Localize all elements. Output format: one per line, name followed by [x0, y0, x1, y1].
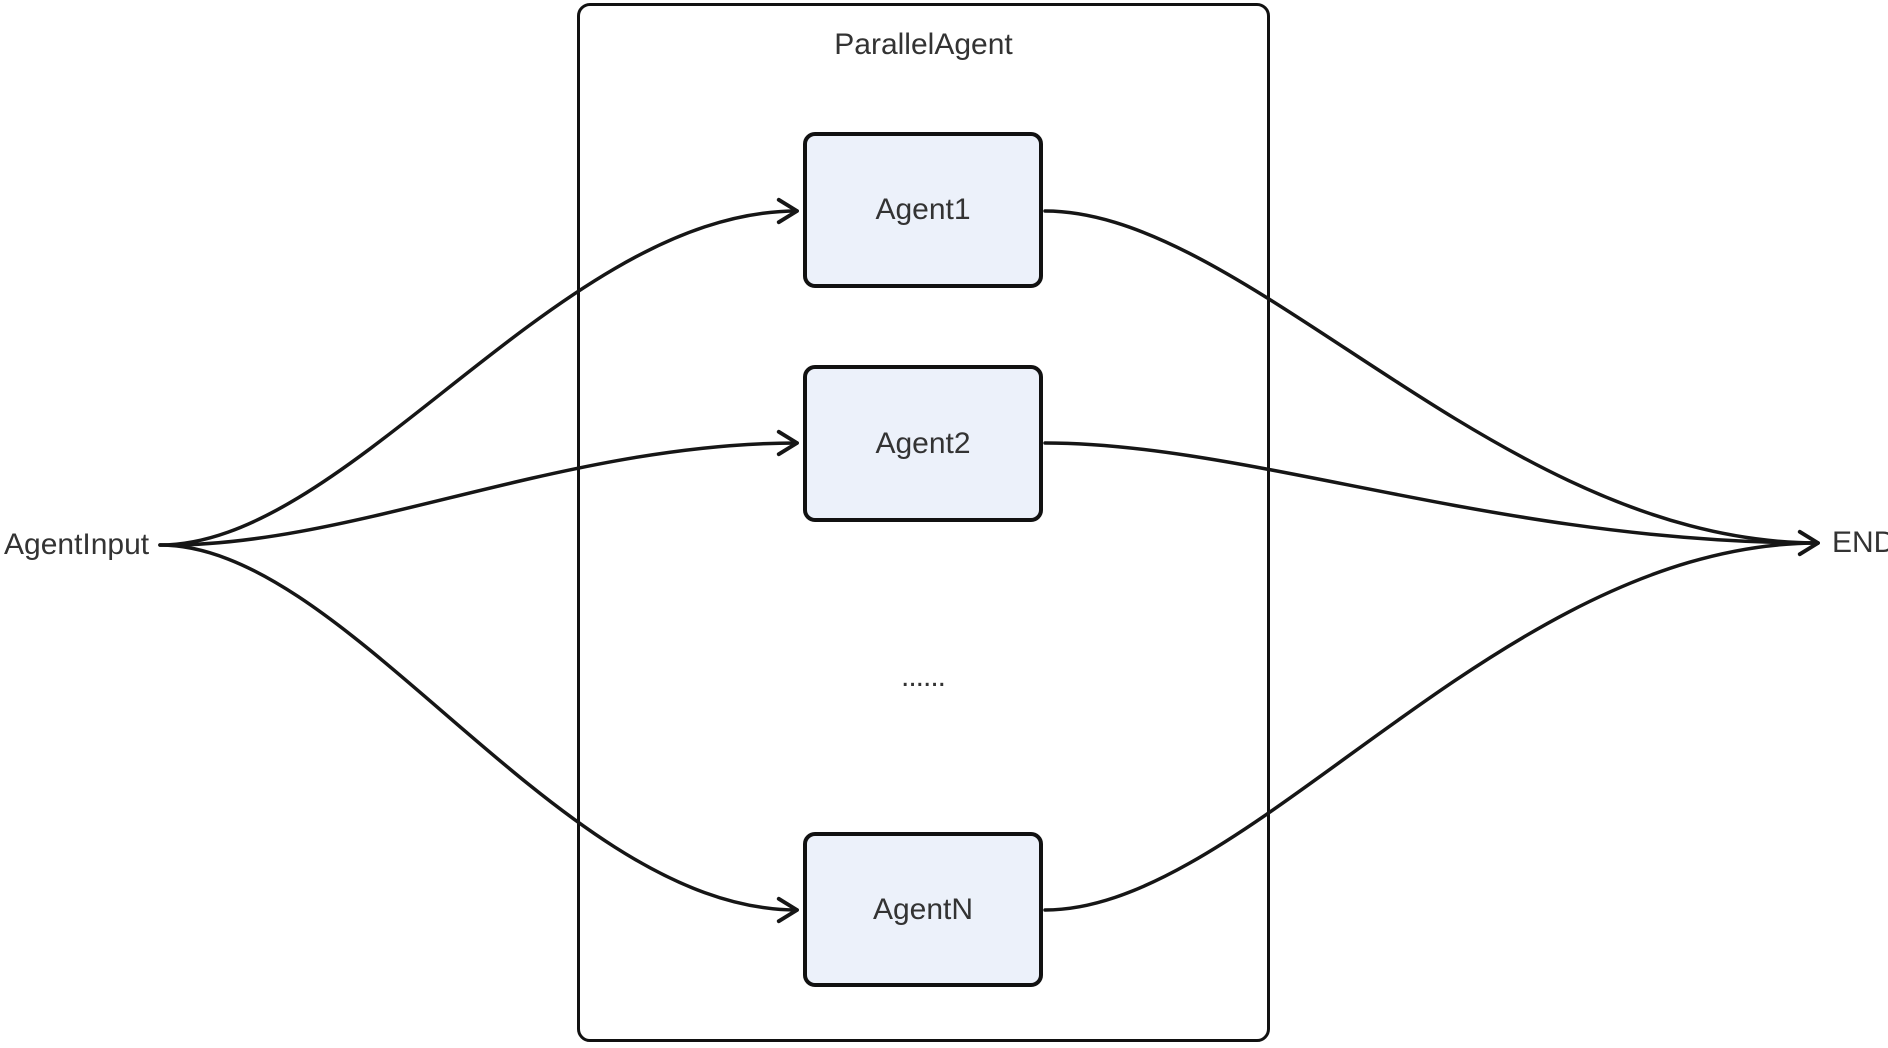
end-label: END	[1832, 526, 1888, 559]
node-agent1-label: Agent1	[875, 193, 971, 226]
edge-agent1-end	[1043, 209, 1820, 545]
ellipsis-label: ......	[900, 660, 946, 693]
node-agent2-label: Agent2	[875, 426, 971, 460]
node-agentn: AgentN	[803, 832, 1043, 987]
edge-agentn-end	[1043, 541, 1820, 912]
node-agent1: Agent1	[803, 132, 1043, 288]
edge-agentinput-agentn	[158, 543, 799, 924]
agentinput-label: AgentInput	[4, 528, 150, 561]
node-agentn-label: AgentN	[872, 892, 974, 926]
edge-agentinput-agent1	[158, 197, 799, 547]
edge-agent2-end	[1043, 441, 1820, 557]
edge-agentinput-agent2	[158, 429, 799, 547]
parallelagent-container: ParallelAgent	[577, 3, 1270, 1042]
parallelagent-title: ParallelAgent	[834, 28, 1013, 61]
node-agent2: Agent2	[803, 365, 1043, 522]
